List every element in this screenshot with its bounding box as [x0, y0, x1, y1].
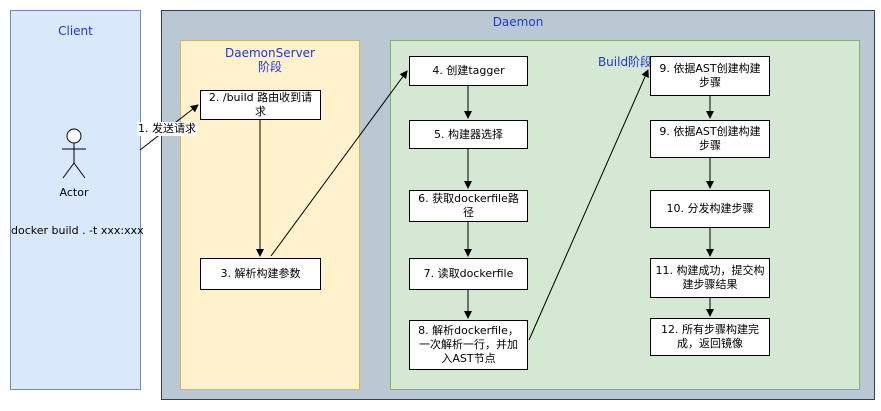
step-7-read-dockerfile: 7. 读取dockerfile	[409, 258, 528, 290]
client-lane: Client	[10, 10, 141, 390]
step-2-build-route: 2. /build 路由收到请求	[200, 90, 321, 120]
step-3-parse-params: 3. 解析构建参数	[200, 258, 321, 290]
step-5-builder-select: 5. 构建器选择	[409, 120, 528, 149]
step-6-get-dockerfile-path: 6. 获取dockerfile路径	[409, 190, 528, 222]
build-title: Build阶段	[597, 55, 653, 69]
arrow-8-9	[528, 69, 649, 341]
actor-label: Actor	[59, 186, 89, 199]
client-title: Client	[58, 24, 93, 38]
step-9-create-build-steps: 9. 依据AST创建构建步骤	[650, 56, 770, 96]
arrow-3-4	[270, 70, 408, 257]
docker-build-command: docker build . -t xxx:xxx	[11, 224, 144, 237]
daemon-title: Daemon	[492, 15, 544, 29]
daemon-server-title: DaemonServer阶段	[225, 46, 315, 74]
step-12-return-image: 12. 所有步骤构建完成，返回镜像	[650, 318, 770, 356]
step-10-dispatch-steps: 10. 分发构建步骤	[650, 190, 770, 228]
actor-figure-icon	[62, 128, 86, 179]
step-4-create-tagger: 4. 创建tagger	[409, 56, 528, 86]
step-9-create-build-steps-2: 9. 依据AST创建构建步骤	[650, 120, 770, 158]
edge-label-send-request: 1. 发送请求	[137, 122, 197, 136]
step-8-parse-dockerfile: 8. 解析dockerfile，一次解析一行，并加入AST节点	[409, 320, 528, 370]
step-11-commit-results: 11. 构建成功，提交构建步骤结果	[650, 258, 770, 298]
